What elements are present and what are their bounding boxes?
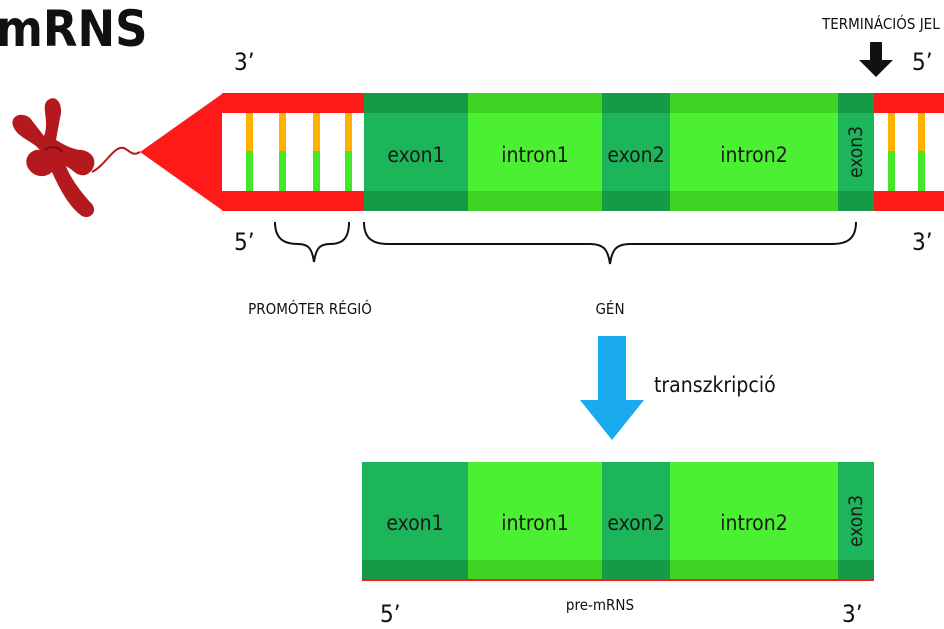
termination-label: TERMINÁCIÓS JEL — [821, 14, 940, 33]
dna-top-right-end: 5’ — [912, 48, 933, 76]
gene-label: GÉN — [595, 299, 624, 318]
intron1-label: intron1 — [501, 143, 568, 167]
termination-arrow-icon — [859, 42, 893, 77]
promoter-brace — [274, 221, 350, 263]
dna-top-strand-right — [874, 93, 944, 113]
page-title: mRNS — [0, 0, 148, 58]
promoter-label: PROMÓTER RÉGIÓ — [248, 299, 372, 318]
intron2-label: intron2 — [720, 143, 787, 167]
premrna-exon2-label: exon2 — [607, 511, 664, 535]
premrna-strand: exon1 intron1 exon2 intron2 exon3 — [362, 462, 874, 581]
premrna-intron2-label: intron2 — [720, 511, 787, 535]
gene-region: exon1 intron1 exon2 intron2 exon3 — [364, 93, 874, 211]
terminator-rungs — [888, 113, 925, 191]
dna-top-strand-left — [222, 93, 364, 113]
chromosome-icon — [12, 98, 141, 218]
gene-brace — [363, 221, 857, 265]
dna-bottom-strand-right — [874, 191, 944, 211]
premrna-label: pre-mRNS — [566, 596, 634, 614]
dna-cone — [140, 94, 222, 210]
dna-top-left-end: 3’ — [234, 48, 255, 76]
transcription-label: transzkripció — [654, 373, 776, 397]
exon3-label: exon3 — [845, 126, 867, 178]
promoter-rungs — [246, 113, 352, 191]
premrna-intron1-label: intron1 — [501, 511, 568, 535]
exon2-label: exon2 — [607, 143, 664, 167]
premrna-exon1-label: exon1 — [386, 511, 443, 535]
premrna-right-end: 3’ — [842, 600, 863, 628]
transcription-arrow-icon — [580, 336, 644, 440]
dna-bottom-right-end: 3’ — [912, 228, 933, 256]
premrna-exon3-label: exon3 — [845, 495, 867, 547]
dna-bottom-strand-left — [222, 191, 364, 211]
premrna-left-end: 5’ — [380, 600, 401, 628]
exon1-label: exon1 — [387, 143, 444, 167]
dna-bottom-left-end: 5’ — [234, 228, 255, 256]
